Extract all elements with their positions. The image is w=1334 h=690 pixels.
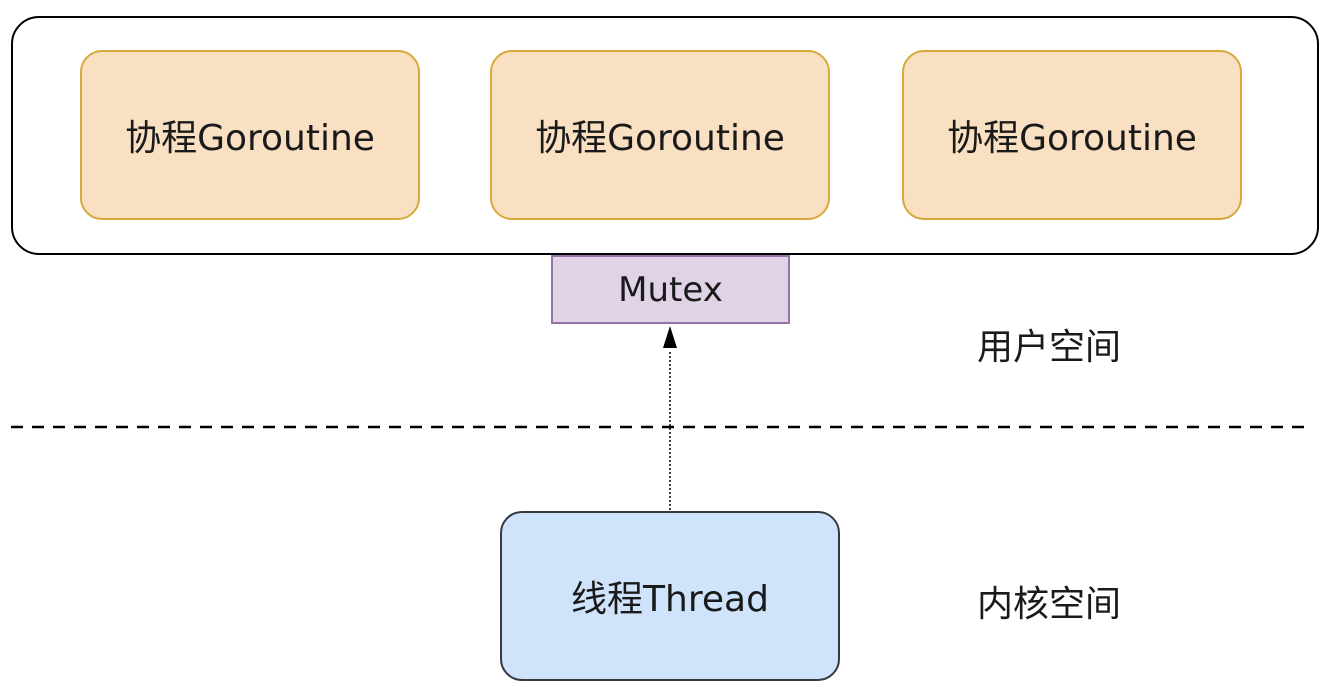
user-space-label: 用户空间 [977,327,1122,368]
goroutine-label: 协程Goroutine [125,118,375,159]
thread-box: 线程Thread [500,511,840,681]
kernel-space-label: 内核空间 [977,584,1122,625]
goroutine-box-3: 协程Goroutine [902,50,1242,220]
goroutine-box-2: 协程Goroutine [490,50,830,220]
mutex-box: Mutex [551,255,790,324]
thread-label: 线程Thread [571,579,769,620]
goroutine-label: 协程Goroutine [535,118,785,159]
mutex-label: Mutex [618,269,723,310]
goroutine-box-1: 协程Goroutine [80,50,420,220]
arrowhead-icon [663,326,677,348]
goroutine-label: 协程Goroutine [947,118,1197,159]
